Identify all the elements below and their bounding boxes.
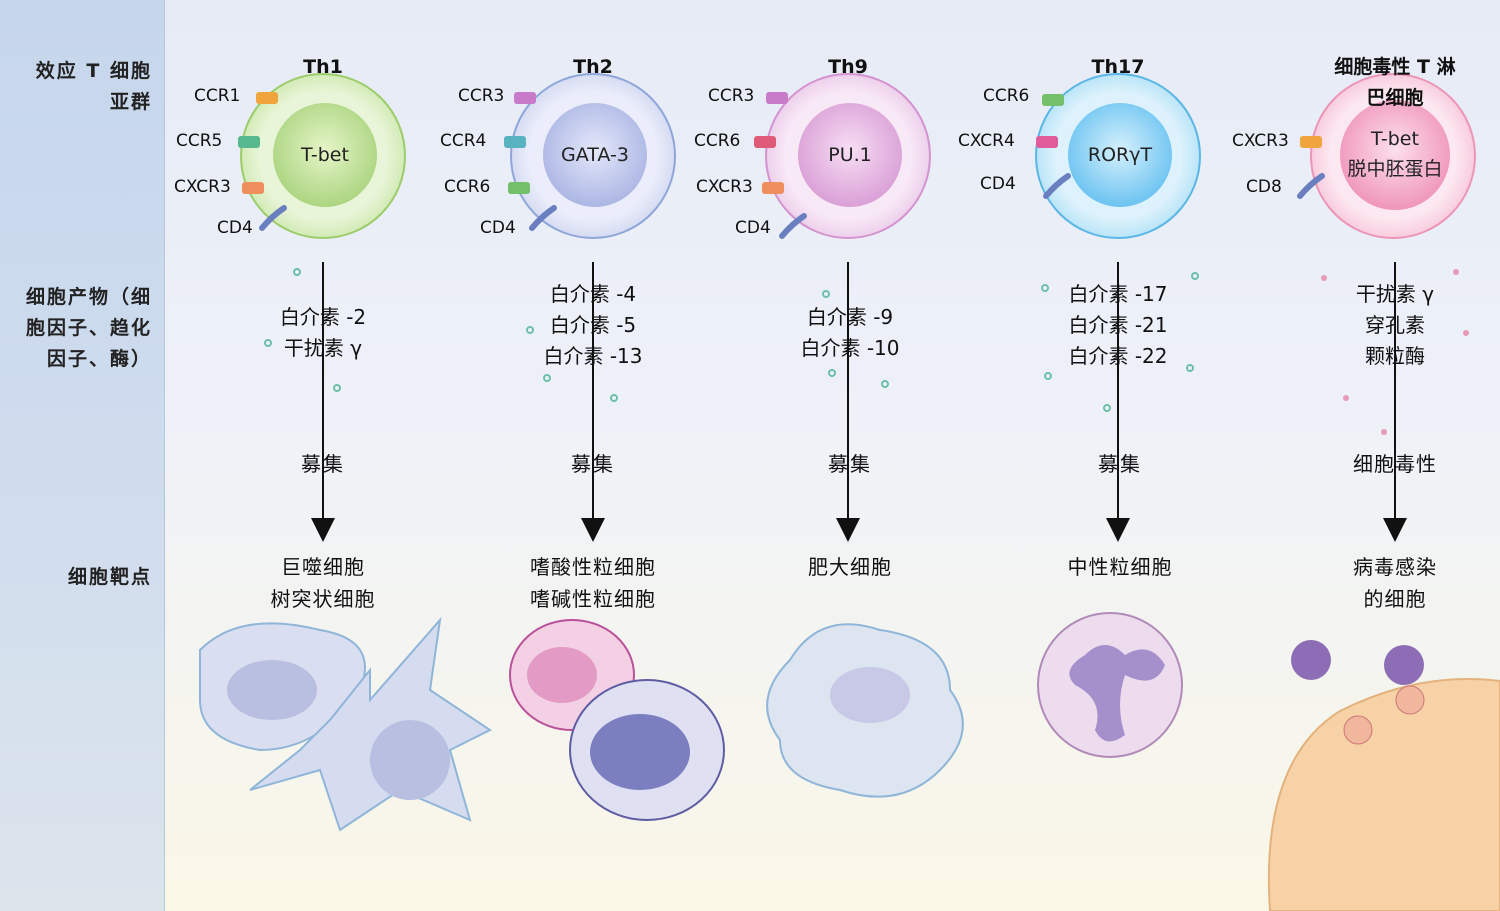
row-label-sidebar: 效应 T 细胞 亚群 细胞产物（细 胞因子、趋化 因子、酶） 细胞靶点 xyxy=(0,0,165,911)
th9-cell xyxy=(765,73,931,239)
action-mode-th9: 募集 xyxy=(828,452,872,476)
receptor-icons xyxy=(238,92,1325,239)
transcription-factor-th9: PU.1 xyxy=(828,144,872,166)
marker-label: CCR6 xyxy=(694,131,741,151)
target-th9: 肥大细胞 xyxy=(808,555,892,579)
marker-label: CCR6 xyxy=(983,86,1030,106)
marker-label: CXCR4 xyxy=(958,131,1015,151)
subset-title-th2: Th2 xyxy=(573,56,613,78)
marker-label: CCR3 xyxy=(708,86,755,106)
target-ctl: 病毒感染 的细胞 xyxy=(1353,555,1437,611)
products-th17: 白介素 -17 白介素 -21 白介素 -22 xyxy=(1068,282,1168,368)
marker-label: CXCR3 xyxy=(696,177,753,197)
target-th1: 巨噬细胞 树突状细胞 xyxy=(270,555,376,611)
marker-label: CD4 xyxy=(217,218,253,238)
marker-label: CCR5 xyxy=(176,131,223,151)
marker-label: CD4 xyxy=(980,174,1016,194)
cytokine-dots xyxy=(264,268,1469,435)
transcription-factor-th17: RORγT xyxy=(1087,144,1153,166)
marker-label: CCR6 xyxy=(444,177,491,197)
th17-cell xyxy=(1035,73,1201,239)
marker-label: CD4 xyxy=(735,218,771,238)
target-neutrophil xyxy=(1037,612,1183,758)
action-mode-th1: 募集 xyxy=(301,452,345,476)
target-th17: 中性粒细胞 xyxy=(1067,555,1173,579)
target-eosinophil-basophil xyxy=(509,619,725,821)
action-mode-th17: 募集 xyxy=(1098,452,1142,476)
subset-title-th1: Th1 xyxy=(303,56,343,78)
marker-label: CXCR3 xyxy=(1232,131,1289,151)
marker-label: CCR3 xyxy=(458,86,505,106)
transcription-factor-th1: T-bet xyxy=(301,144,349,166)
marker-label: CXCR3 xyxy=(174,177,231,197)
marker-label: CCR4 xyxy=(440,131,487,151)
row-label-subsets: 效应 T 细胞 亚群 xyxy=(35,60,152,113)
target-virus-infected xyxy=(1267,640,1500,911)
marker-label: CCR1 xyxy=(194,86,241,106)
row-label-products: 细胞产物（细 胞因子、趋化 因子、酶） xyxy=(25,286,152,370)
transcription-factor-ctl: T-bet 脱中胚蛋白 xyxy=(1347,128,1443,180)
action-mode-ctl: 细胞毒性 xyxy=(1353,452,1437,476)
action-mode-th2: 募集 xyxy=(571,452,615,476)
ctl-cell xyxy=(1310,73,1476,239)
products-th9: 白介素 -9 白介素 -10 xyxy=(800,305,900,360)
th2-cell xyxy=(510,73,676,239)
subset-title-ctl: 细胞毒性 T 淋 巴细胞 xyxy=(1334,56,1456,109)
target-mast-cell xyxy=(766,623,964,798)
transcription-factor-th2: GATA-3 xyxy=(561,144,629,166)
target-macrophage-dendritic xyxy=(199,616,492,832)
subset-title-th17: Th17 xyxy=(1091,56,1145,78)
products-th1: 白介素 -2 干扰素 γ xyxy=(279,305,367,360)
row-label-targets: 细胞靶点 xyxy=(67,566,152,588)
marker-label: CD4 xyxy=(480,218,516,238)
products-th2: 白介素 -4 白介素 -5 白介素 -13 xyxy=(543,282,643,368)
th1-cell xyxy=(240,73,406,239)
recruitment-arrows xyxy=(311,262,1407,542)
target-th2: 嗜酸性粒细胞 嗜碱性粒细胞 xyxy=(530,555,656,611)
subset-title-th9: Th9 xyxy=(828,56,868,78)
marker-label: CD8 xyxy=(1246,177,1282,197)
products-ctl: 干扰素 γ 穿孔素 颗粒酶 xyxy=(1355,282,1435,368)
